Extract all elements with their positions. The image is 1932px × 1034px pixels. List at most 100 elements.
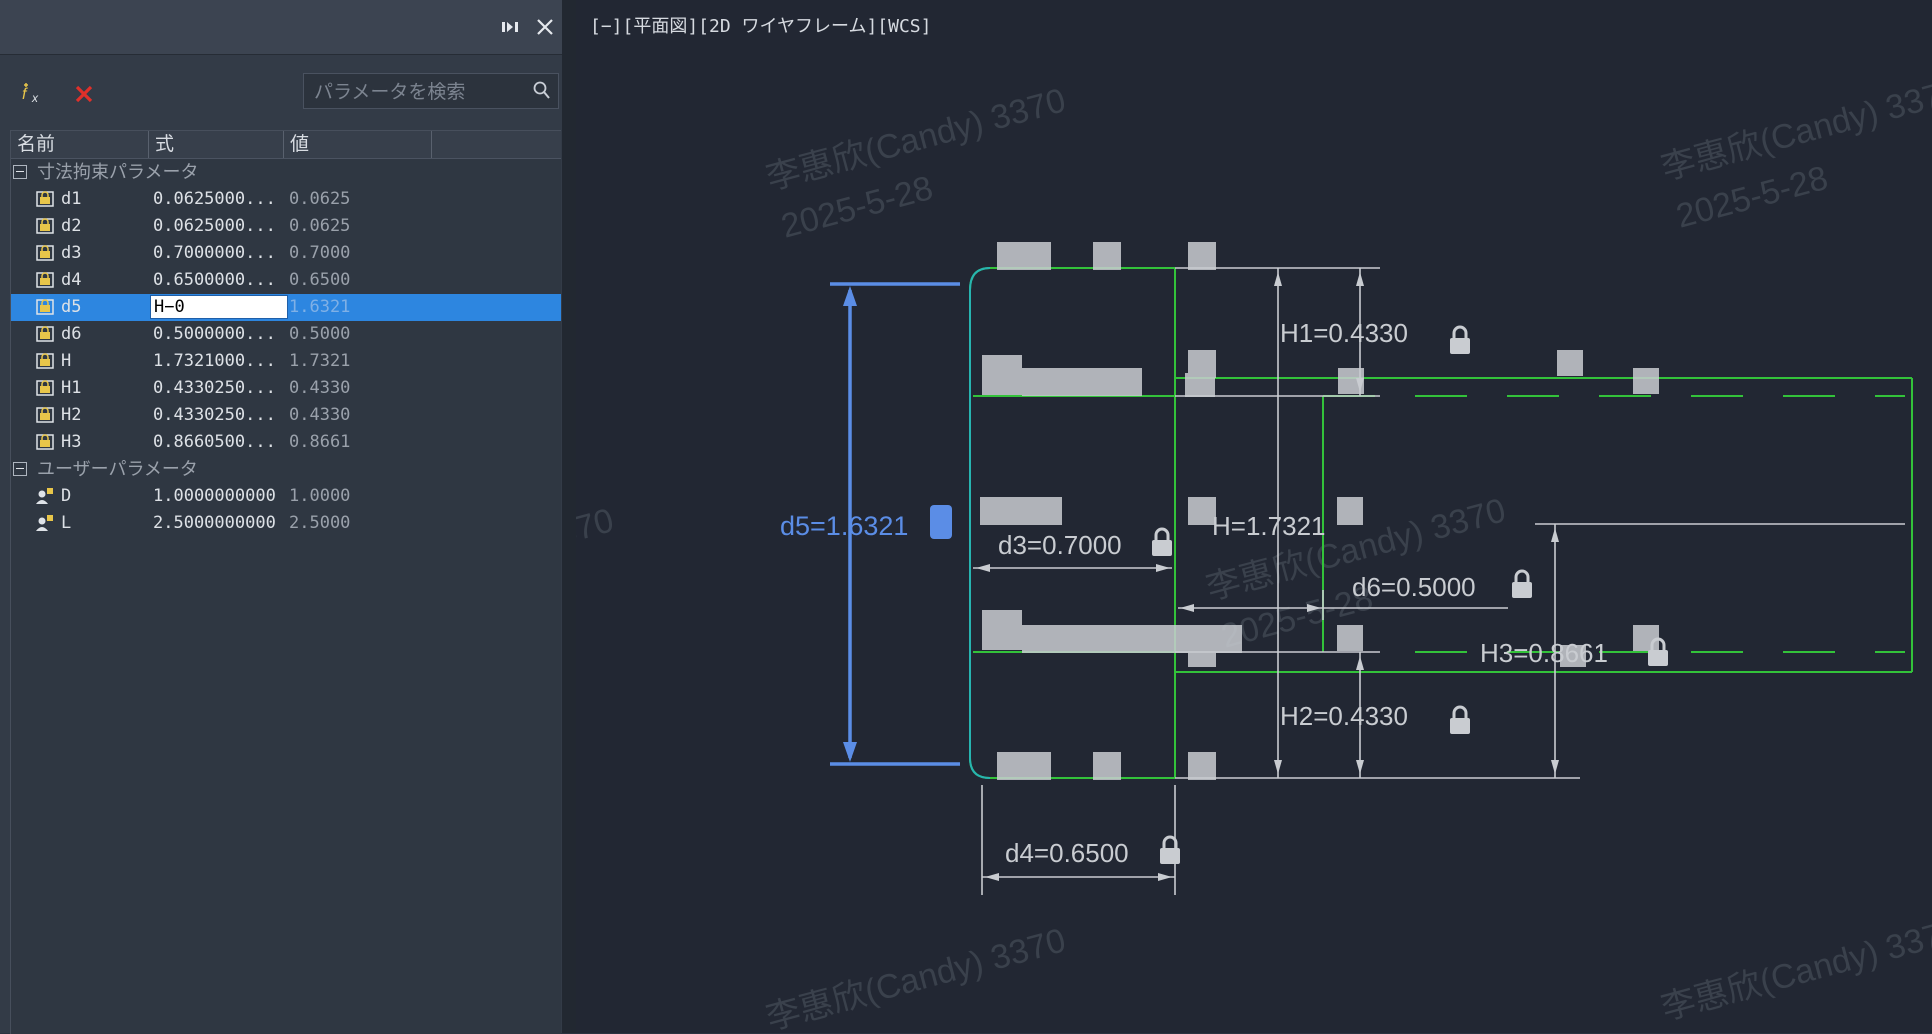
dimensional-constraint-icon — [35, 298, 55, 316]
parameter-value: 0.8661 — [289, 432, 351, 452]
dimensional-constraint-icon — [35, 325, 55, 343]
dimension-lines[interactable] — [973, 267, 1905, 895]
viewport-controls[interactable]: [−][平面図][2D ワイヤフレーム][WCS] — [590, 16, 932, 37]
collapse-icon[interactable] — [13, 462, 27, 476]
drawing-canvas[interactable]: 李惠欣(Candy) 3370 2025-5-28 李惠欣(Candy) 337… — [576, 0, 1932, 1033]
d5-dimension-selected[interactable] — [830, 282, 960, 766]
parameter-row[interactable]: d6 0.5000000... 0.5000 — [11, 321, 561, 348]
palette-splitter[interactable] — [562, 0, 576, 1033]
lock-icon — [1152, 325, 1668, 864]
parameter-value: 1.0000 — [289, 486, 351, 506]
parameter-group-label: ユーザーパラメータ — [37, 459, 198, 480]
parameter-row[interactable]: H2 0.4330250... 0.4330 — [11, 402, 561, 429]
watermark-name: 李惠欣(Candy) 3370 — [576, 501, 618, 617]
parameter-value: 0.7000 — [289, 243, 351, 263]
dimensional-constraint-icon — [35, 190, 55, 208]
palette-title-bar — [0, 0, 562, 55]
parameter-name[interactable]: d6 — [61, 324, 82, 344]
dimension-label-d5[interactable]: d5=1.6321 — [780, 511, 908, 541]
parameter-expression[interactable]: 1.7321000... — [153, 351, 276, 371]
delete-icon[interactable] — [68, 78, 100, 110]
pin-icon[interactable] — [498, 14, 524, 40]
parameter-expression[interactable]: 0.7000000... — [153, 243, 276, 263]
parameter-value: 1.7321 — [289, 351, 351, 371]
parameter-expression[interactable]: 0.5000000... — [153, 324, 276, 344]
parameter-row[interactable]: d1 0.0625000... 0.0625 — [11, 186, 561, 213]
parameter-group[interactable]: 寸法拘束パラメータ — [11, 159, 561, 186]
parameter-name[interactable]: d1 — [61, 189, 82, 209]
dimension-label-H2[interactable]: H2=0.4330 — [1280, 701, 1408, 731]
close-icon[interactable] — [532, 14, 558, 40]
parameter-row[interactable]: H 1.7321000... 1.7321 — [11, 348, 561, 375]
dimension-label-d6[interactable]: d6=0.5000 — [1352, 572, 1476, 602]
dimensional-constraint-icon — [35, 406, 55, 424]
parameter-name[interactable]: H3 — [61, 432, 82, 452]
parameter-search-box[interactable] — [303, 73, 559, 109]
dimensional-constraint-icon — [35, 379, 55, 397]
column-header-value[interactable]: 値 — [284, 131, 432, 158]
parameter-expression[interactable]: 1.0000000000 — [153, 486, 276, 506]
parameter-row[interactable]: d4 0.6500000... 0.6500 — [11, 267, 561, 294]
parameter-name[interactable]: D — [61, 486, 72, 506]
parameter-expression[interactable]: 0.0625000... — [153, 189, 276, 209]
parameter-value: 0.5000 — [289, 324, 351, 344]
dimensional-constraint-icon — [35, 352, 55, 370]
parameter-expression[interactable]: 0.0625000... — [153, 216, 276, 236]
dimension-label-H[interactable]: H=1.7321 — [1212, 511, 1325, 541]
dimensional-constraint-icon — [35, 217, 55, 235]
svg-text:x: x — [31, 91, 39, 105]
parameter-search-input[interactable] — [312, 78, 526, 106]
parameter-name[interactable]: H1 — [61, 378, 82, 398]
parameter-group-label: 寸法拘束パラメータ — [37, 162, 199, 183]
parameter-row[interactable]: L 2.5000000000 2.5000 — [11, 510, 561, 537]
dimension-label-H1[interactable]: H1=0.4330 — [1280, 318, 1408, 348]
watermark-name: 李惠欣(Candy) 3370 — [1657, 911, 1932, 1027]
parameters-manager-palette: fx 名前 式 値 寸法拘束パラメータd10.0625000...0.0625d… — [0, 0, 562, 1034]
parameter-name[interactable]: H — [61, 351, 72, 371]
parameter-name[interactable]: H2 — [61, 405, 82, 425]
dimensional-constraint-icon — [35, 271, 55, 289]
parameter-expression[interactable]: 0.4330250... — [153, 378, 276, 398]
parameter-name[interactable]: L — [61, 513, 72, 533]
parameter-group[interactable]: ユーザーパラメータ — [11, 456, 561, 483]
dimension-label-d3[interactable]: d3=0.7000 — [998, 530, 1122, 560]
parameter-expression[interactable]: 2.5000000000 — [153, 513, 276, 533]
dimension-label-d4[interactable]: d4=0.6500 — [1005, 838, 1129, 868]
parameter-name[interactable]: d5 — [61, 297, 82, 317]
search-icon[interactable] — [532, 80, 552, 106]
watermark-name: 李惠欣(Candy) 3370 — [762, 921, 1069, 1033]
dimension-label-H3[interactable]: H3=0.8661 — [1480, 638, 1608, 668]
parameter-value: 1.6321 — [289, 297, 351, 317]
parameter-expression[interactable]: 0.4330250... — [153, 405, 276, 425]
watermark: 李惠欣(Candy) 3370 2025-5-28 李惠欣(Candy) 337… — [576, 71, 1932, 1033]
collapse-icon[interactable] — [13, 165, 27, 179]
dimensional-constraint-icon — [35, 433, 55, 451]
parameter-name[interactable]: d3 — [61, 243, 82, 263]
parameters-grid: 名前 式 値 寸法拘束パラメータ d1 0.0625000... 0.0625 d2 0.… — [10, 130, 561, 1034]
parameter-expression[interactable]: 0.8660500... — [153, 432, 276, 452]
geometric-constraint-icons[interactable] — [980, 242, 1659, 780]
parameter-name[interactable]: d4 — [61, 270, 82, 290]
column-header-name[interactable]: 名前 — [11, 131, 149, 158]
dimensional-constraint-icon — [35, 244, 55, 262]
parameter-row[interactable]: d3 0.7000000... 0.7000 — [11, 240, 561, 267]
user-parameter-icon — [35, 514, 55, 532]
parameter-value: 0.0625 — [289, 216, 351, 236]
column-header-expression[interactable]: 式 — [149, 131, 284, 158]
parameter-row[interactable]: H3 0.8660500... 0.8661 — [11, 429, 561, 456]
grid-header: 名前 式 値 — [11, 131, 561, 159]
parameter-name[interactable]: d2 — [61, 216, 82, 236]
expression-edit-field[interactable]: H−0 — [150, 295, 288, 319]
parameter-value: 0.4330 — [289, 405, 351, 425]
parameter-value: 0.0625 — [289, 189, 351, 209]
parameter-row[interactable]: D 1.0000000000 1.0000 — [11, 483, 561, 510]
svg-text:f: f — [22, 86, 28, 103]
parameter-expression[interactable]: 0.6500000... — [153, 270, 276, 290]
parameter-value: 2.5000 — [289, 513, 351, 533]
parameter-value: 0.6500 — [289, 270, 351, 290]
parameter-row[interactable]: d2 0.0625000... 0.0625 — [11, 213, 561, 240]
